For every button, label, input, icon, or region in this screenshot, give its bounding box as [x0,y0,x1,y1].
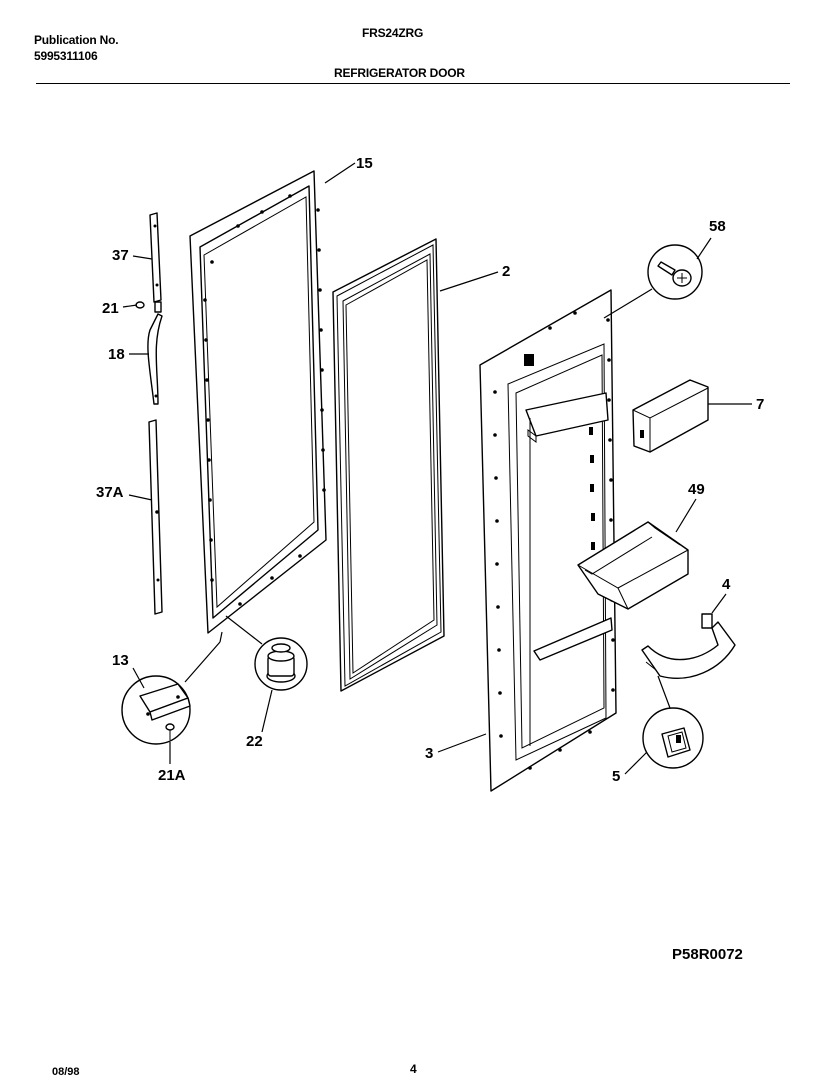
leader-58b [696,237,712,260]
leader-2 [439,271,499,292]
part-18-hinge-arm [147,313,163,405]
leader-3 [437,733,487,753]
part-13-hinge-bracket [121,675,191,745]
leader-21 [122,304,138,308]
part-58-screw [647,244,703,300]
callout-22: 22 [246,733,263,750]
callout-49: 49 [688,481,705,498]
part-15-door-frame [189,170,327,634]
leader-15 [324,162,356,184]
leader-13-link-b [219,631,223,643]
callout-37: 37 [112,247,129,264]
part-22-hinge-bushing [254,637,308,691]
part-5-clip [642,707,704,769]
leader-13-link [184,641,221,683]
leader-37 [132,255,153,260]
section-title: REFRIGERATOR DOOR [334,66,465,80]
part-49-door-bin [577,521,689,610]
leader-13 [132,667,145,689]
callout-13: 13 [112,652,129,669]
leader-58 [603,288,653,319]
part-37a-door-stop [148,419,163,615]
leader-49 [675,498,697,533]
callout-2: 2 [502,263,510,280]
diagram-part-code: P58R0072 [672,946,743,963]
publication-number: 5995311106 [34,49,98,63]
leader-5 [624,751,648,775]
leader-22-link [225,615,263,645]
model-number: FRS24ZRG [362,26,424,40]
part-4-bin-retainer [641,613,736,679]
part-21a-screw [165,723,175,740]
callout-21a: 21A [158,767,186,784]
footer-date: 08/98 [52,1066,80,1078]
callout-3: 3 [425,745,433,762]
callout-15: 15 [356,155,373,172]
part-7-dairy-door [632,379,709,453]
part-3-door-liner [479,289,617,792]
part-37-door-stop [149,212,162,303]
part-21-screw [135,301,162,313]
leader-37a [128,494,153,501]
page-number: 4 [410,1062,417,1076]
leader-5-link [657,675,671,709]
callout-18: 18 [108,346,125,363]
callout-58: 58 [709,218,726,235]
leader-4 [711,593,727,614]
callout-7: 7 [756,396,764,413]
header-rule [36,83,790,84]
callout-37a: 37A [96,484,124,501]
part-2-gasket [332,238,445,692]
leader-22 [261,689,273,733]
callout-4: 4 [722,576,731,593]
publication-label: Publication No. [34,33,119,47]
callout-21: 21 [102,300,119,317]
callout-5: 5 [612,768,620,785]
